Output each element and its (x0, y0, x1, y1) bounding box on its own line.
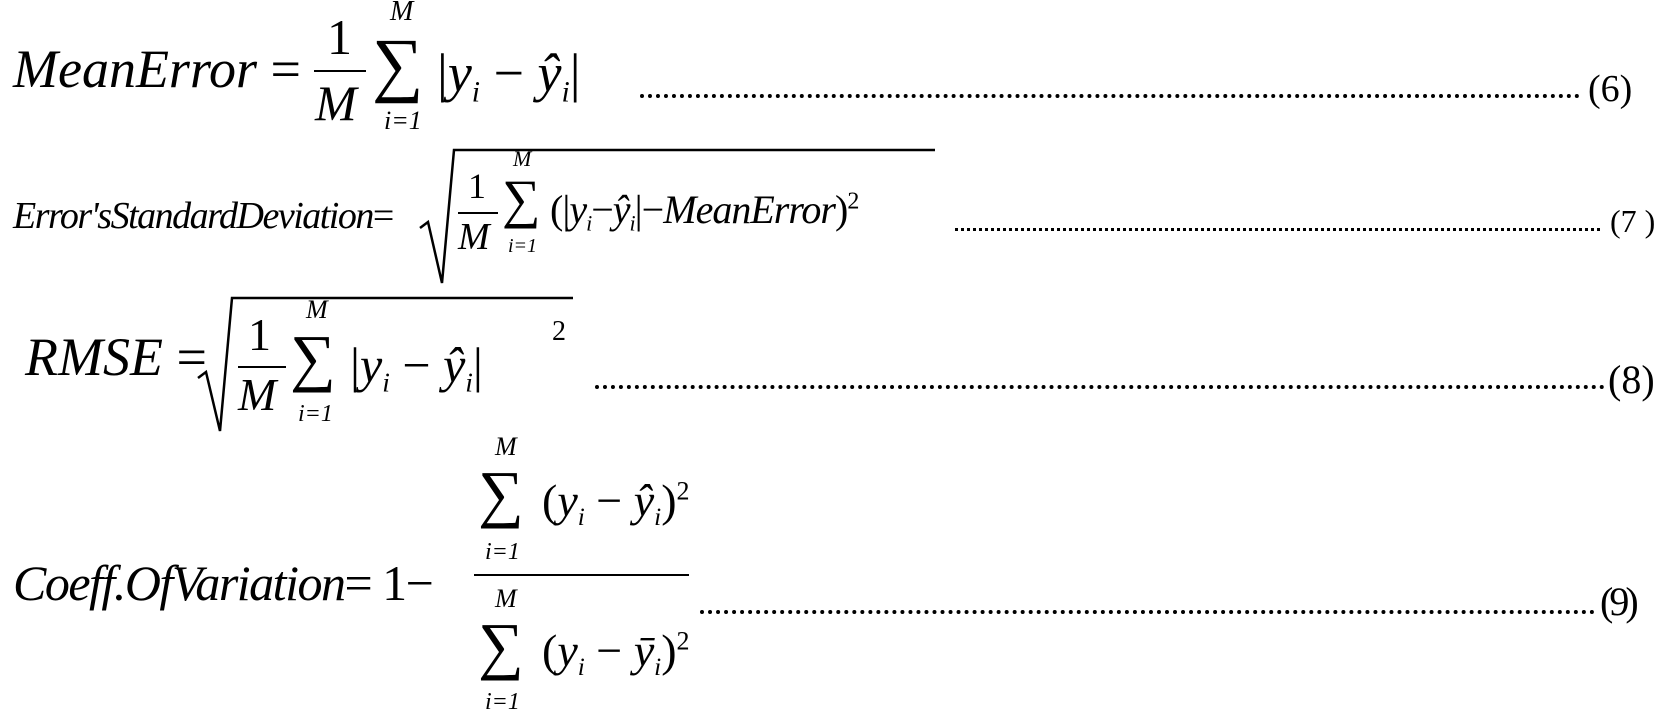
leader-dots (595, 385, 1605, 389)
inner-term: (|yi−ŷi|−MeanError)2 (550, 187, 859, 236)
lhs-text: MeanError (13, 39, 257, 99)
sum-upper-limit: M (306, 295, 328, 324)
denominator-sum-sign: ∑ (478, 610, 524, 681)
lhs-rmse: RMSE = (25, 327, 207, 387)
fraction-bar (238, 366, 286, 368)
sum-sign: ∑ (290, 322, 336, 393)
sum-upper-limit: M (513, 146, 532, 171)
exponent: 2 (847, 188, 859, 215)
sqrt-sign-icon (419, 148, 935, 284)
sum-upper-limit: M (390, 0, 414, 27)
numerator-term: (yi − ŷi)2 (542, 475, 690, 531)
lhs-error-std-dev: Error'sStandardDeviation= (13, 195, 394, 237)
sum-lower-limit: i=1 (384, 106, 422, 135)
fraction-bar (474, 574, 689, 576)
fraction-numerator: 1 (327, 9, 352, 65)
fraction-bar (458, 212, 498, 214)
sum-sign: ∑ (372, 24, 424, 104)
equation-number: (8) (1608, 357, 1655, 402)
numerator-sum-sign: ∑ (478, 458, 524, 529)
denominator-sum-lower-limit: i=1 (485, 689, 520, 715)
fraction-numerator: 1 (248, 309, 271, 360)
equation-number: (6) (1588, 68, 1633, 110)
abs-term: |yi − ŷi| (350, 337, 483, 398)
sum-lower-limit: i=1 (298, 401, 333, 427)
numerator-sum-lower-limit: i=1 (485, 539, 520, 565)
lhs-mean-error: MeanError = (13, 42, 301, 96)
fraction-denominator: M (315, 75, 357, 131)
fraction-numerator: 1 (468, 166, 486, 206)
leader-dots (640, 94, 1580, 98)
lhs-coeff-of-variation: Coeff.OfVariation= 1− (13, 555, 434, 611)
fraction-bar (314, 70, 366, 72)
fraction-denominator: M (458, 216, 490, 258)
equation-number: (9) (1600, 579, 1639, 624)
sqrt-sign-icon (197, 296, 573, 432)
sum-sign: ∑ (502, 169, 541, 229)
equation-number: (7 ) (1610, 203, 1656, 239)
sum-lower-limit: i=1 (508, 235, 538, 257)
numerator-sum-upper-limit: M (495, 432, 517, 461)
leader-dots (955, 228, 1600, 231)
exponent: 2 (552, 316, 566, 347)
denominator-term: (yi − ȳi)2 (542, 625, 690, 681)
leader-dots (700, 610, 1595, 614)
abs-term: |yi − ŷi| (437, 43, 581, 109)
fraction-denominator: M (238, 369, 277, 420)
denominator-sum-upper-limit: M (495, 584, 517, 613)
equals-sign: = (270, 39, 301, 99)
